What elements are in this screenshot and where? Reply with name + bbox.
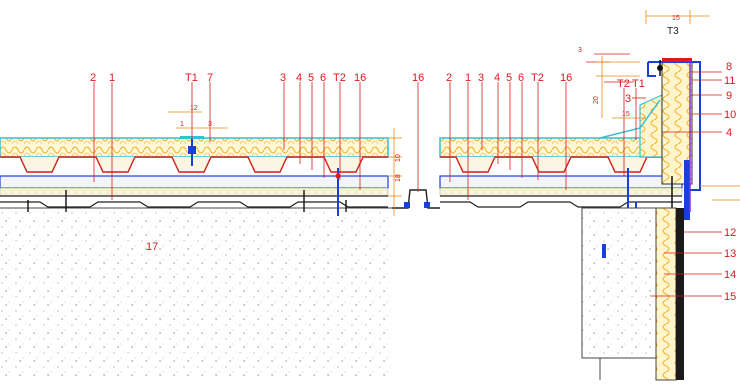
callout-t1-left: T1 — [185, 72, 198, 84]
callout-10: 10 — [724, 109, 736, 121]
dim-20: 20 — [593, 96, 600, 104]
dim-3-top: 3 — [578, 47, 582, 54]
callout-2-left: 2 — [90, 72, 96, 84]
dim-18: 18 — [395, 174, 402, 182]
callout-9: 9 — [726, 90, 732, 102]
callout-3-upstand: 3 — [625, 93, 631, 105]
dim-3-small: 3 — [208, 121, 212, 128]
parapet-wall — [581, 58, 701, 381]
facade-panel — [676, 208, 684, 380]
deck-right — [440, 195, 682, 208]
callout-4-right: 4 — [494, 72, 500, 84]
callout-labels: 2 1 T1 7 3 4 5 6 T2 16 16 2 1 3 4 5 6 T2… — [90, 26, 736, 303]
callout-5-right: 5 — [506, 72, 512, 84]
callout-4-side: 4 — [726, 127, 732, 139]
vapour-barrier-left — [0, 175, 389, 189]
callout-17: 17 — [146, 241, 158, 253]
dim-15-mid: 15 — [622, 111, 630, 118]
callout-6-left: 6 — [320, 72, 326, 84]
dim-10: 10 — [395, 154, 402, 162]
callout-1-left: 1 — [109, 72, 115, 84]
profiled-sheet-right — [440, 156, 662, 173]
callout-11: 11 — [724, 75, 735, 87]
label-t3: T3 — [667, 26, 679, 37]
expansion-joint — [392, 189, 440, 209]
callout-3-right: 3 — [478, 72, 484, 84]
dimension-labels: 15 3 20 15 12 1 3 10 18 — [180, 15, 680, 182]
callout-7-left: 7 — [207, 72, 213, 84]
callout-2-right: 2 — [446, 72, 452, 84]
profiled-sheet-left — [0, 156, 388, 173]
fasteners-left — [27, 190, 347, 212]
callout-16-right: 16 — [560, 72, 572, 84]
callout-t1-parapet: T1 — [632, 78, 645, 90]
callout-8: 8 — [726, 61, 732, 73]
callout-3-left: 3 — [280, 72, 286, 84]
callout-t2-parapet: T2 — [617, 78, 630, 90]
callout-16-left: 16 — [354, 72, 366, 84]
callout-1-right: 1 — [465, 72, 471, 84]
callout-12: 12 — [724, 227, 736, 239]
dim-12: 12 — [190, 105, 198, 112]
callout-16-mid: 16 — [412, 72, 424, 84]
callout-4-left: 4 — [296, 72, 302, 84]
callout-15: 15 — [724, 291, 736, 303]
left-roof-section — [0, 136, 392, 380]
deck-left — [0, 195, 388, 208]
callout-6-right: 6 — [518, 72, 524, 84]
dim-15-top: 15 — [672, 15, 680, 22]
wall-insulation — [655, 207, 677, 381]
concrete-slab-left — [0, 208, 392, 380]
insulation-layer-right — [439, 137, 663, 158]
callout-t2-left: T2 — [333, 72, 346, 84]
callout-t2-right: T2 — [531, 72, 544, 84]
callout-13: 13 — [724, 248, 736, 260]
dim-1: 1 — [180, 121, 184, 128]
wall-column — [581, 207, 657, 359]
callout-5-left: 5 — [308, 72, 314, 84]
callout-14: 14 — [724, 269, 736, 281]
dimension-lines — [168, 10, 740, 216]
